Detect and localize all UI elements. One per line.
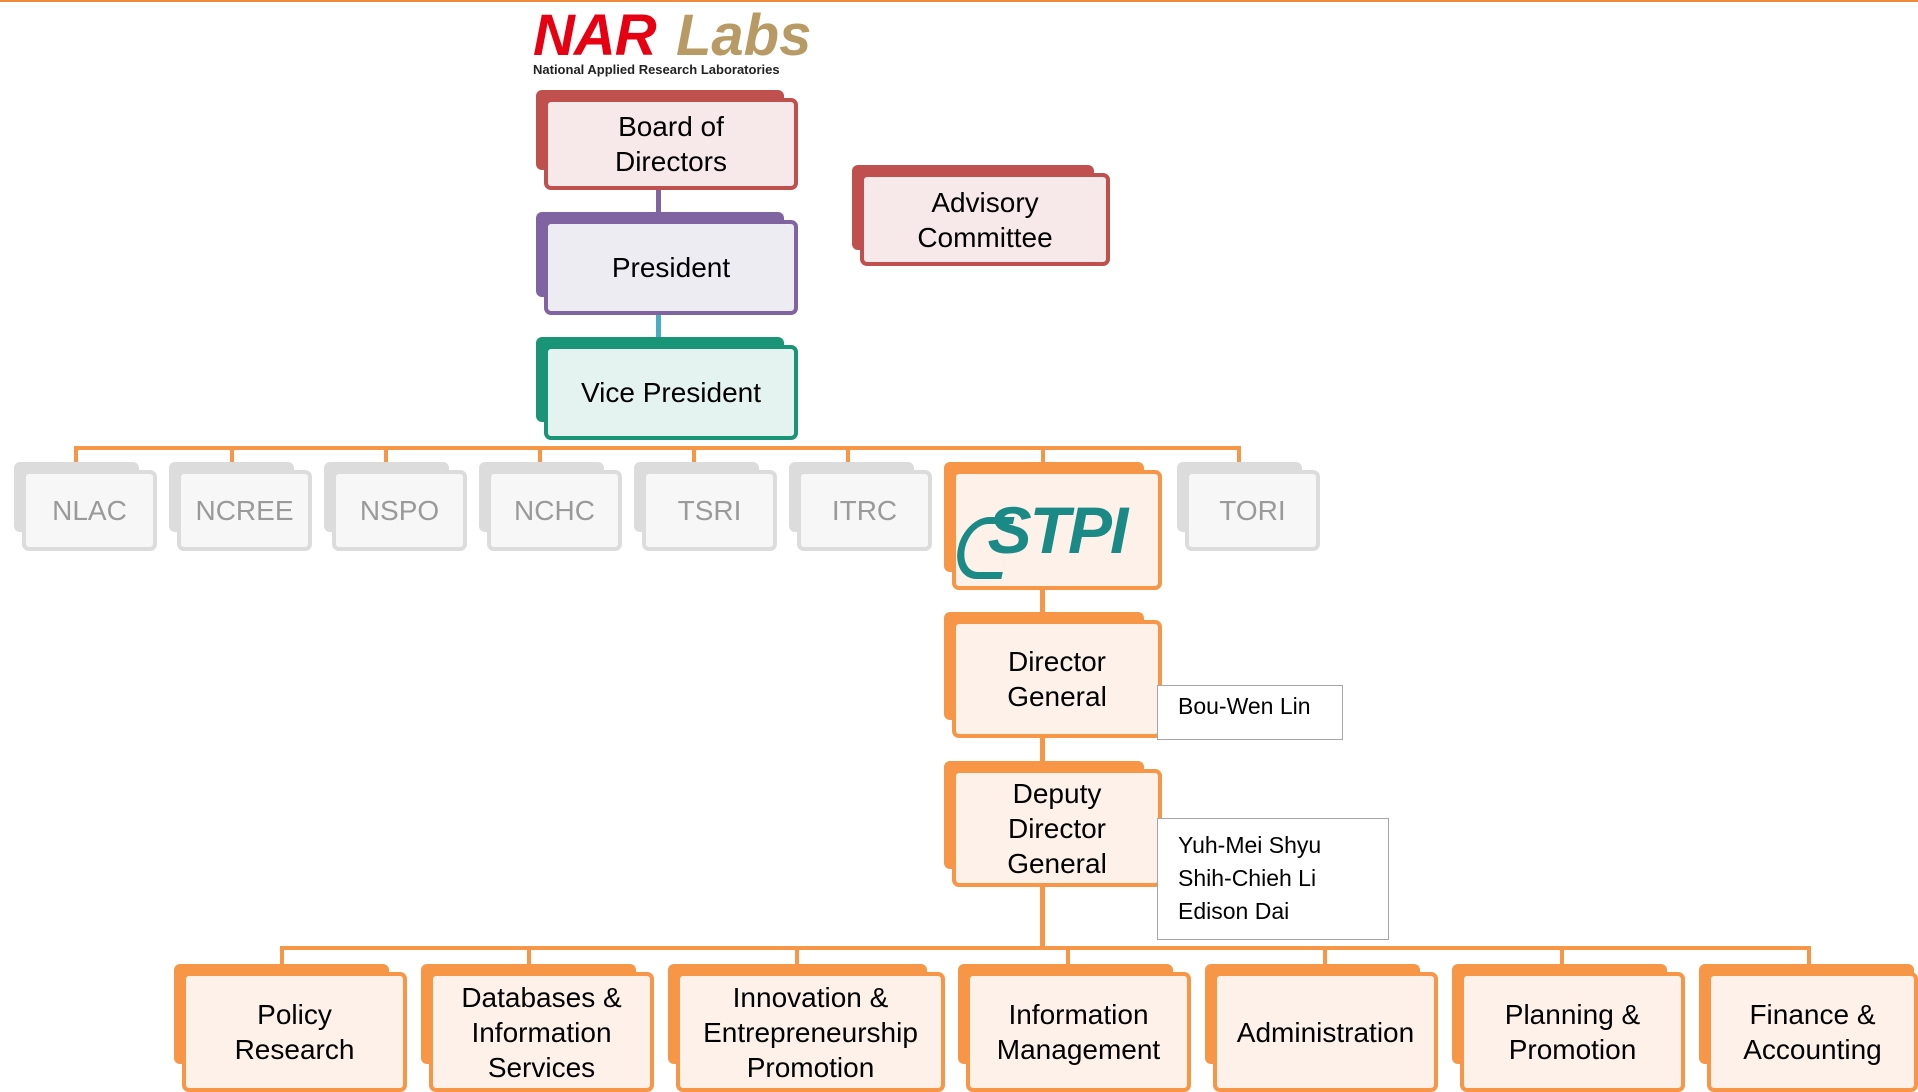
deputy-name: Yuh-Mei Shyu bbox=[1178, 832, 1322, 858]
stpi-logo: STPI bbox=[951, 497, 1128, 579]
institute-label-tsri: TSRI bbox=[677, 495, 742, 526]
division-box-innovation: Innovation & Entrepreneurship Promotion bbox=[668, 964, 945, 1092]
top-rule bbox=[0, 0, 1918, 2]
connector-institute-drop bbox=[384, 446, 388, 462]
advisory-committee-box: Advisory Committee bbox=[852, 165, 1110, 266]
division-box-databases: Databases & Information Services bbox=[421, 964, 654, 1092]
advisory-committee-label: Advisory Committee bbox=[917, 186, 1053, 253]
vice-president-box: Vice President bbox=[536, 337, 798, 440]
connector-institute-drop bbox=[846, 446, 850, 462]
institute-box-nchc: NCHC bbox=[479, 462, 622, 551]
connector-board-president bbox=[656, 186, 661, 214]
connector-institute-drop bbox=[230, 446, 234, 462]
connector-institute-drop bbox=[692, 446, 696, 462]
deputy-name: Edison Dai bbox=[1178, 898, 1290, 924]
stpi-swoosh-icon bbox=[951, 516, 1015, 579]
logo-wordmark-nar: NAR bbox=[533, 3, 657, 68]
division-label: Innovation & Entrepreneurship Promotion bbox=[703, 981, 918, 1083]
director-general-label: Director General bbox=[1007, 646, 1107, 712]
connector-institute-drop bbox=[538, 446, 542, 462]
director-general-name: Bou-Wen Lin bbox=[1178, 693, 1311, 719]
connector-deputy-down bbox=[1040, 884, 1045, 950]
division-box-administration: Administration bbox=[1205, 964, 1438, 1092]
connector-division-drop bbox=[1323, 946, 1327, 966]
connector-division-drop bbox=[1066, 946, 1070, 966]
institute-label-nlac: NLAC bbox=[52, 495, 127, 526]
narlabs-logo: NAR Labs National Applied Research Labor… bbox=[530, 4, 830, 84]
connector-institutes-bus bbox=[74, 446, 1241, 450]
connector-stpi-dg bbox=[1040, 588, 1045, 614]
connector-institute-drop bbox=[1041, 446, 1045, 462]
institute-box-ncree: NCREE bbox=[169, 462, 312, 551]
director-general-box: Director General bbox=[944, 612, 1162, 738]
division-label: Planning & Promotion bbox=[1504, 999, 1641, 1065]
institute-label-stpi: STPI bbox=[987, 492, 1129, 567]
division-box-planning: Planning & Promotion bbox=[1452, 964, 1685, 1092]
logo-wordmark-labs: Labs bbox=[676, 3, 812, 68]
connector-divisions-bus bbox=[280, 946, 1811, 950]
division-box-information-management: Information Management bbox=[958, 964, 1191, 1092]
division-label: Policy Research bbox=[234, 999, 355, 1065]
institute-box-tori: TORI bbox=[1177, 462, 1320, 551]
deputy-names-box: Yuh-Mei Shyu Shih-Chieh Li Edison Dai bbox=[1157, 818, 1389, 940]
division-label: Administration bbox=[1236, 1016, 1415, 1048]
deputy-director-general-label: Deputy Director General bbox=[1007, 777, 1107, 879]
connector-institute-drop bbox=[74, 446, 78, 462]
institute-label-itrc: ITRC bbox=[831, 495, 898, 526]
institute-box-stpi: STPI bbox=[944, 462, 1162, 590]
vice-president-label: Vice President bbox=[580, 377, 762, 408]
board-of-directors-box: Board of Directors bbox=[536, 90, 798, 190]
connector-division-drop bbox=[795, 946, 799, 966]
institute-box-nlac: NLAC bbox=[14, 462, 157, 551]
institute-box-tsri: TSRI bbox=[634, 462, 777, 551]
division-box-policy-research: Policy Research bbox=[174, 964, 407, 1092]
director-general-name-box: Bou-Wen Lin bbox=[1157, 685, 1343, 740]
institute-label-nspo: NSPO bbox=[359, 495, 440, 526]
connector-institute-drop bbox=[1237, 446, 1241, 462]
president-box: President bbox=[536, 212, 798, 315]
division-label: Information Management bbox=[996, 999, 1161, 1065]
deputy-name: Shih-Chieh Li bbox=[1178, 865, 1317, 891]
division-label: Databases & Information Services bbox=[461, 981, 622, 1083]
connector-president-vp bbox=[656, 313, 661, 337]
board-of-directors-label: Board of Directors bbox=[614, 111, 727, 177]
institute-box-itrc: ITRC bbox=[789, 462, 932, 551]
president-label: President bbox=[611, 252, 731, 283]
institute-label-nchc: NCHC bbox=[514, 495, 595, 526]
deputy-director-general-box: Deputy Director General bbox=[944, 761, 1162, 887]
connector-division-drop bbox=[527, 946, 531, 966]
connector-division-drop bbox=[1807, 946, 1811, 966]
logo-subtitle: National Applied Research Laboratories bbox=[533, 62, 780, 77]
institute-label-tori: TORI bbox=[1219, 495, 1286, 526]
division-label: Finance & Accounting bbox=[1743, 999, 1882, 1065]
institute-box-nspo: NSPO bbox=[324, 462, 467, 551]
division-box-finance: Finance & Accounting bbox=[1699, 964, 1918, 1092]
connector-division-drop bbox=[1560, 946, 1564, 966]
institute-label-ncree: NCREE bbox=[195, 495, 294, 526]
connector-dg-deputy bbox=[1040, 736, 1045, 762]
connector-division-drop bbox=[280, 946, 284, 966]
